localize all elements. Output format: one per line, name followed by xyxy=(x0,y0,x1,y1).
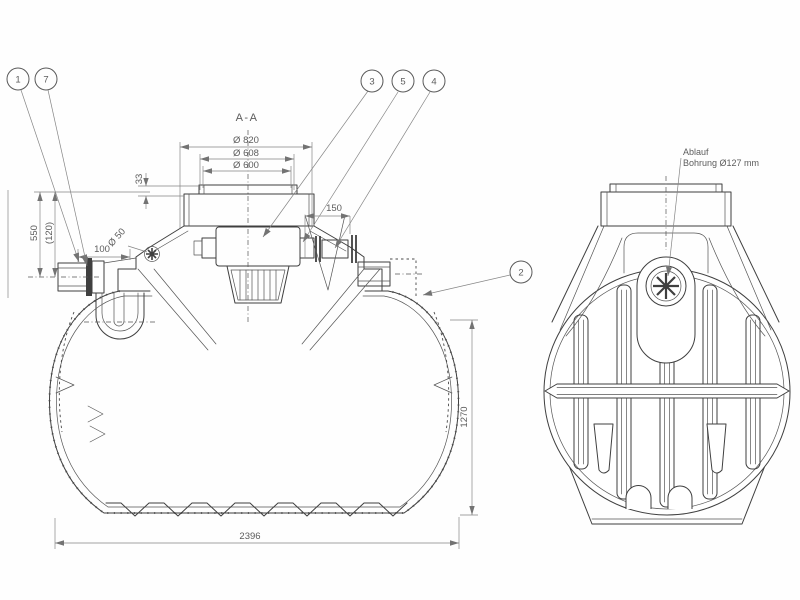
dim-inlet-length: 100 xyxy=(94,244,110,255)
dim-outlet-length: 150 xyxy=(326,203,342,214)
end-band xyxy=(544,383,790,399)
dim-neck-inner-diameter: Ø 600 xyxy=(233,160,259,171)
balloon-4: 4 xyxy=(431,77,436,88)
side-port xyxy=(144,246,160,262)
dim-lid-height: 33 xyxy=(134,174,145,185)
drain-note: Ablauf Bohrung Ø127 mm xyxy=(666,147,759,277)
filter-unit xyxy=(193,226,357,304)
drain-note-line2: Bohrung Ø127 mm xyxy=(683,158,759,168)
dim-inlet-depth: 550 xyxy=(29,225,40,241)
dim-inlet-offset: (120) xyxy=(44,222,55,244)
drain-port xyxy=(636,256,696,364)
dim-tank-length: 2396 xyxy=(239,531,260,542)
dim-tank-height: 1270 xyxy=(459,406,470,427)
drain-note-line1: Ablauf xyxy=(683,147,709,157)
balloon-1: 1 xyxy=(15,75,20,86)
dimensions: Ø 820 Ø 608 Ø 600 A-A 33 550 (120) 100 Ø… xyxy=(29,112,478,549)
balloons: 1 7 3 5 4 2 xyxy=(6,67,533,296)
balloon-7: 7 xyxy=(43,75,48,86)
balloon-3: 3 xyxy=(369,77,374,88)
end-view xyxy=(543,176,791,525)
section-view xyxy=(7,130,460,517)
balloon-5: 5 xyxy=(400,77,405,88)
balloon-2: 2 xyxy=(518,268,523,279)
dim-flange-diameter: Ø 820 xyxy=(233,135,259,146)
section-label: A-A xyxy=(236,112,259,124)
dim-port-diameter: Ø 50 xyxy=(106,226,128,249)
dim-neck-outer-diameter: Ø 608 xyxy=(233,148,259,159)
siphon xyxy=(95,292,145,340)
